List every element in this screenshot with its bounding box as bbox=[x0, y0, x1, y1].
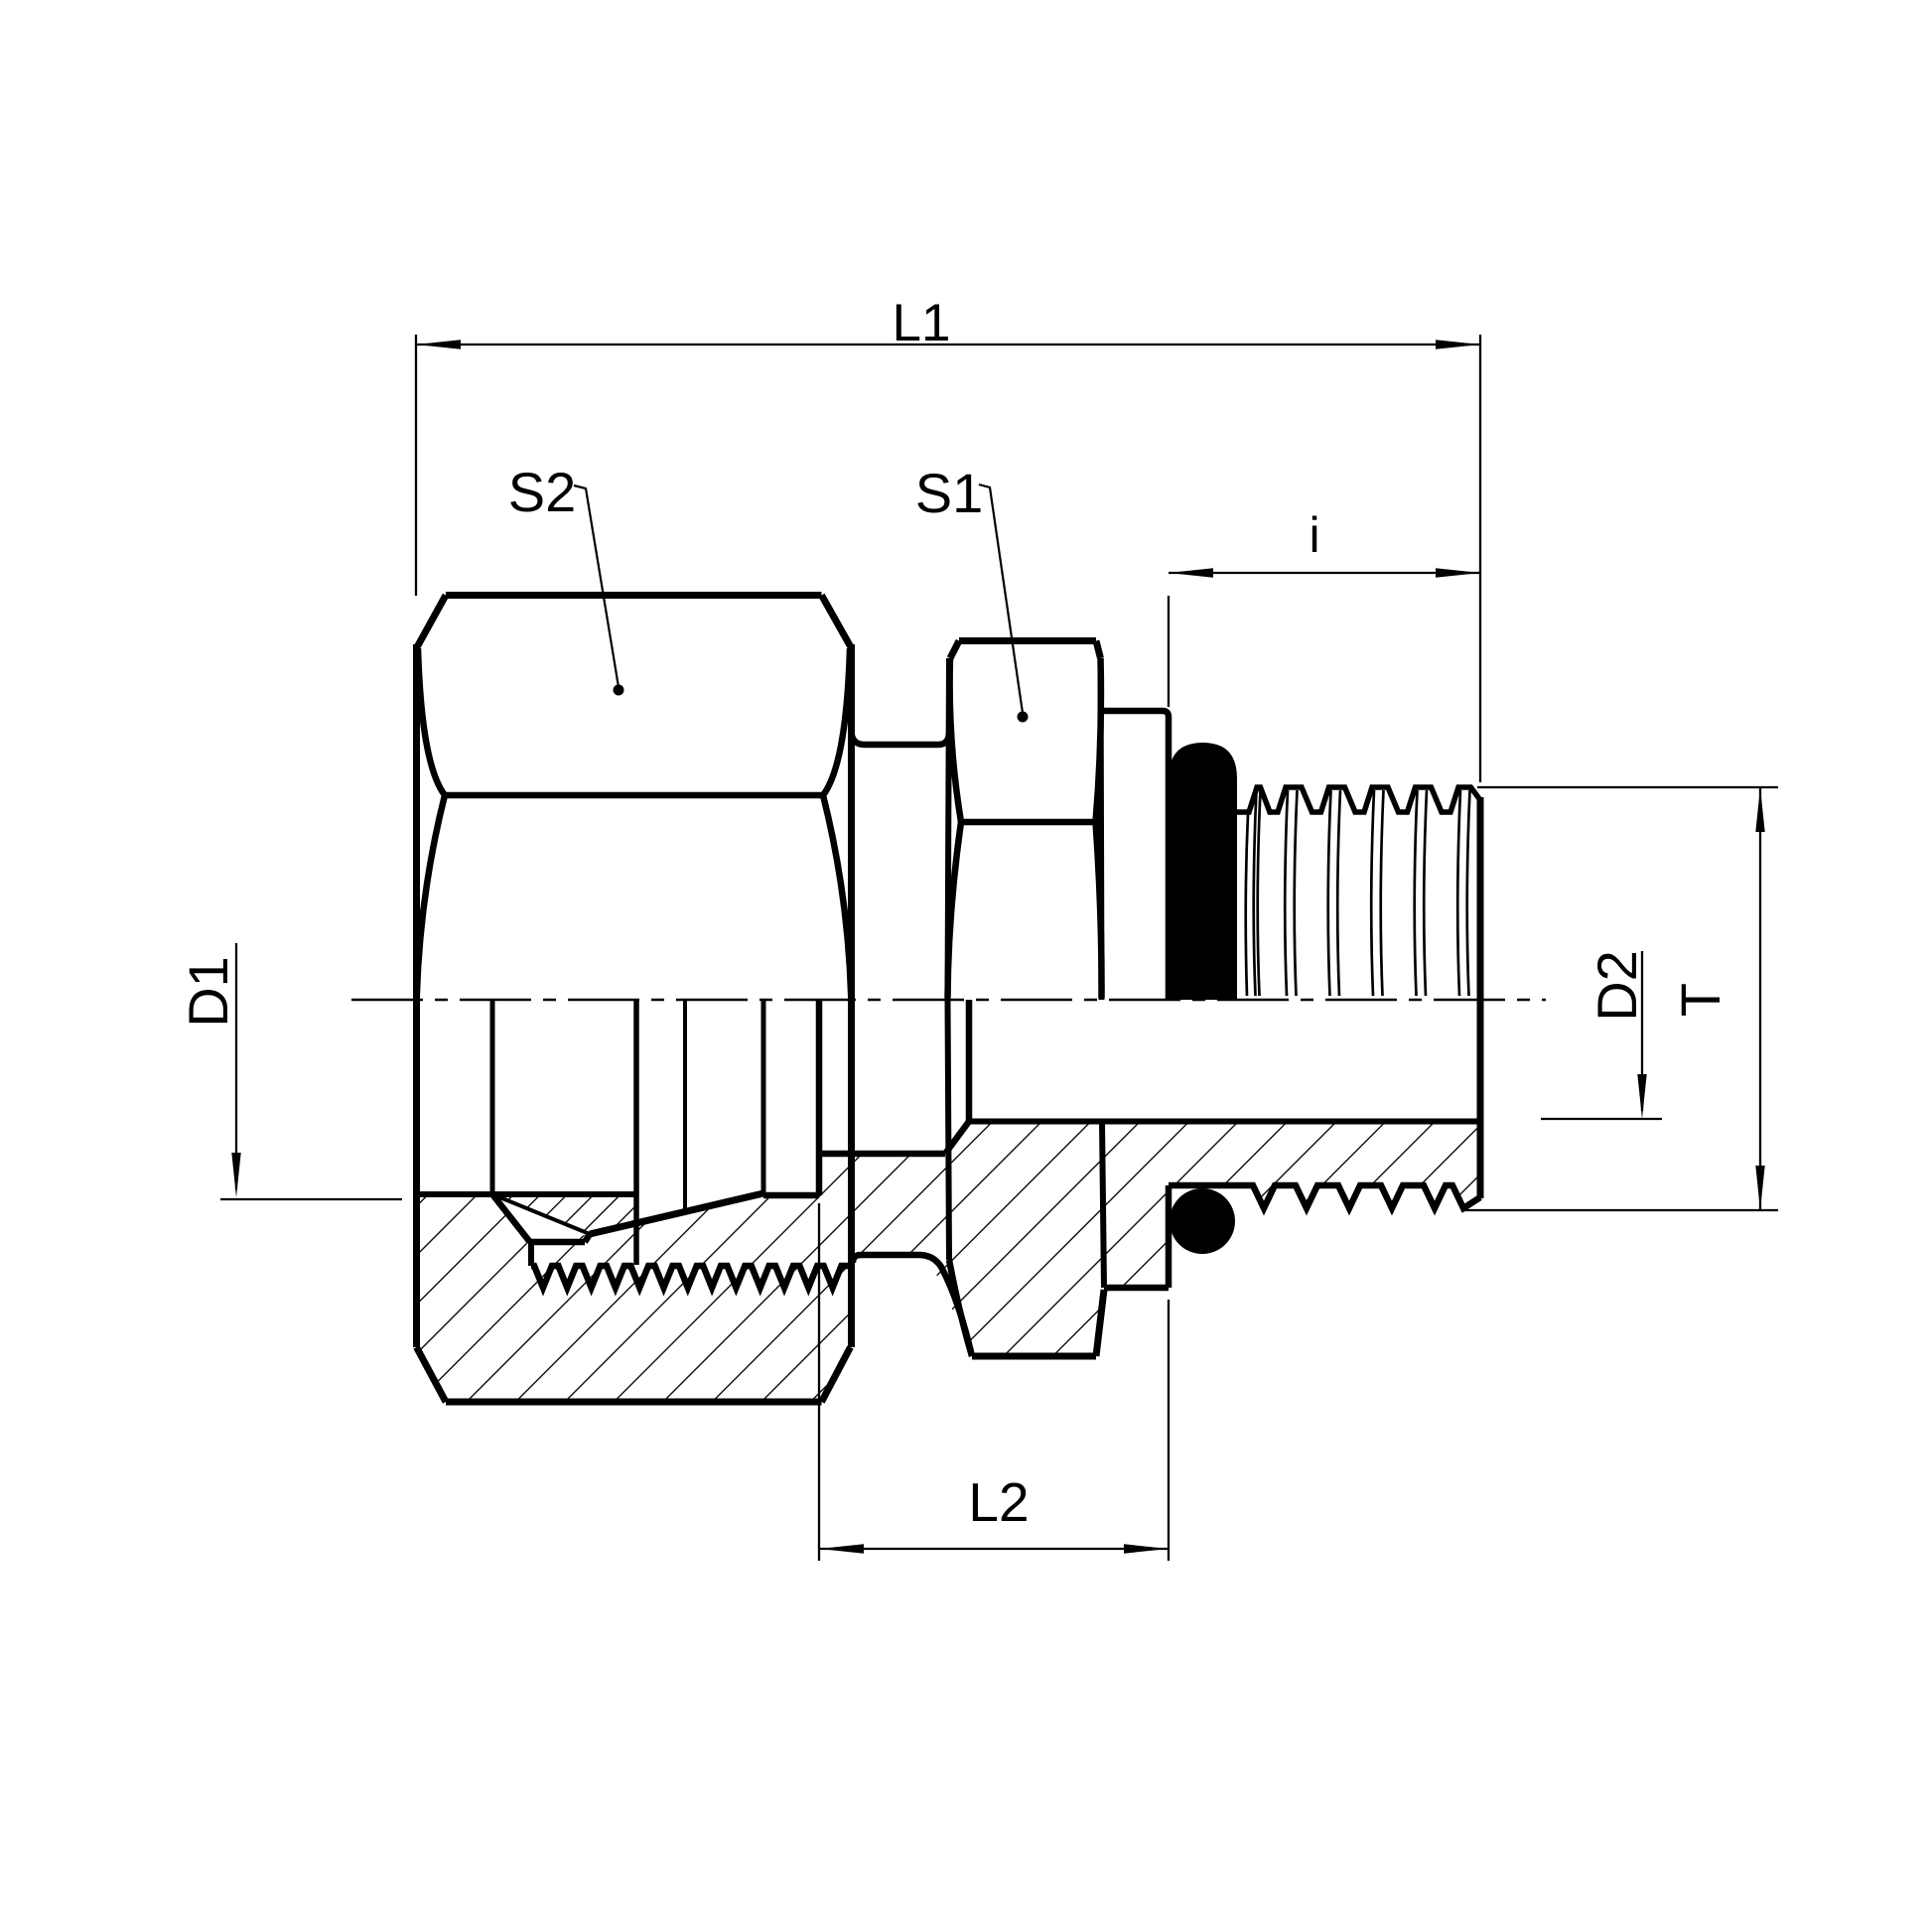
svg-text:D1: D1 bbox=[177, 956, 239, 1028]
svg-text:S2: S2 bbox=[508, 461, 577, 523]
svg-text:D2: D2 bbox=[1586, 950, 1648, 1022]
svg-text:T: T bbox=[1669, 983, 1731, 1017]
svg-text:L2: L2 bbox=[968, 1471, 1029, 1533]
svg-text:i: i bbox=[1309, 507, 1319, 563]
svg-text:L1: L1 bbox=[893, 294, 951, 352]
svg-text:S1: S1 bbox=[915, 462, 984, 524]
